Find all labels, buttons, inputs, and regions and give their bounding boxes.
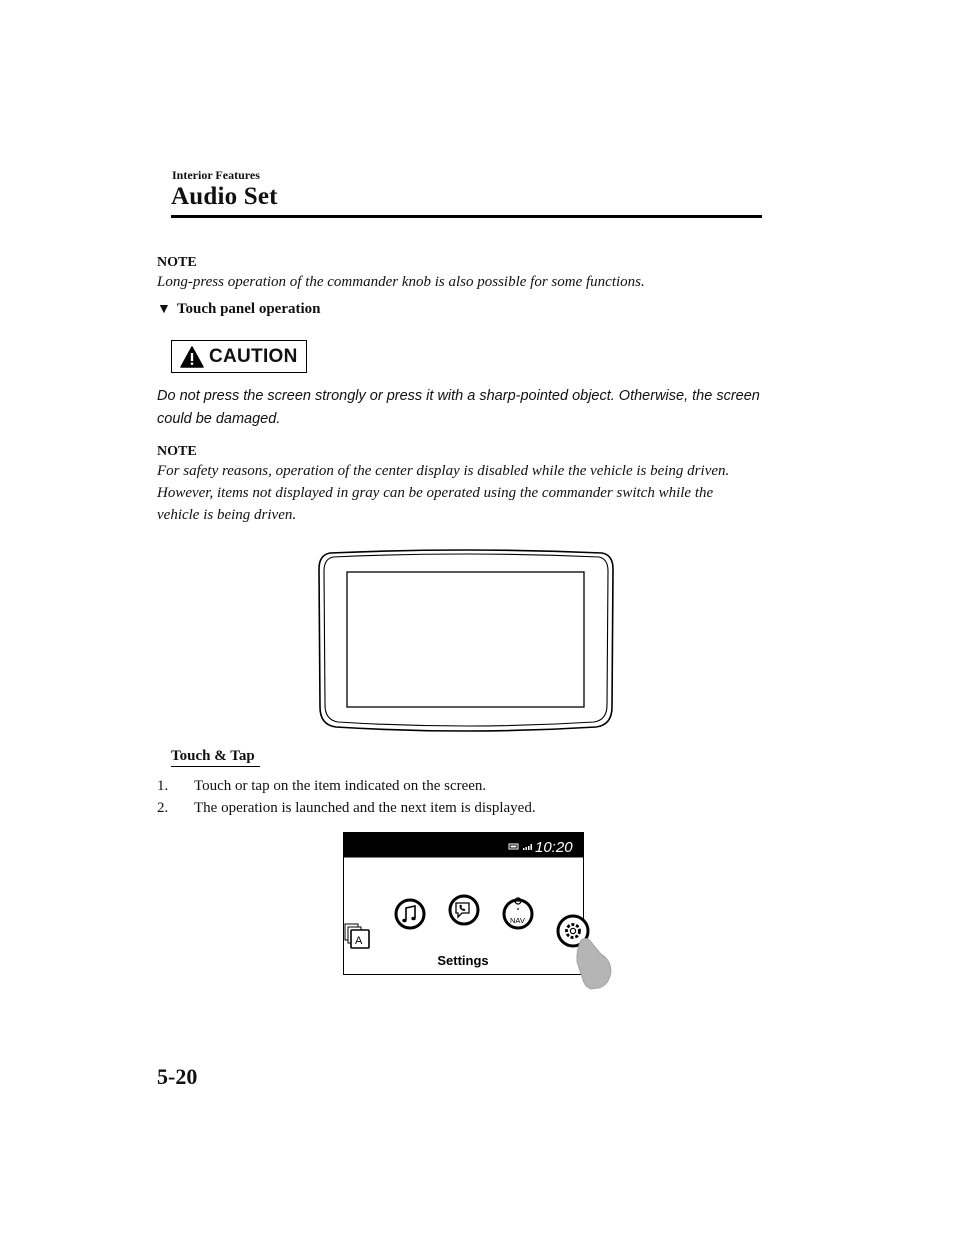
heading-underline bbox=[171, 766, 260, 767]
clock: 10:20 bbox=[535, 839, 573, 856]
step-text: Touch or tap on the item indicated on th… bbox=[194, 778, 487, 794]
subheading-text: Touch panel operation bbox=[176, 301, 321, 317]
step-number: 1. bbox=[157, 778, 169, 794]
page-title: Audio Set bbox=[171, 183, 278, 210]
signal-icon bbox=[523, 844, 532, 850]
step-number: 2. bbox=[157, 800, 169, 816]
center-display-illustration bbox=[318, 549, 614, 732]
note-text: For safety reasons, operation of the cen… bbox=[157, 463, 730, 523]
caution-label: CAUTION bbox=[209, 346, 298, 367]
applications-icon: A bbox=[344, 923, 370, 949]
touch-tap-heading: Touch & Tap bbox=[171, 748, 255, 764]
caution-badge: CAUTION bbox=[171, 340, 307, 373]
nav-label: NAV bbox=[510, 916, 525, 925]
settings-icon bbox=[556, 914, 590, 948]
step-item: 2. The operation is launched and the next… bbox=[157, 797, 536, 819]
note-text: Long-press operation of the commander kn… bbox=[157, 274, 645, 290]
status-bar bbox=[343, 832, 584, 858]
section-label: Interior Features bbox=[172, 168, 260, 182]
home-screen-illustration: 10:20 A NAV Settings bbox=[343, 832, 612, 990]
note-label: NOTE bbox=[157, 444, 197, 459]
page-number: 5-20 bbox=[157, 1064, 198, 1089]
caution-text: Do not press the screen strongly or pres… bbox=[157, 388, 760, 427]
warning-icon bbox=[180, 346, 204, 368]
phone-icon bbox=[448, 894, 480, 926]
subheading: ▼ Touch panel operation bbox=[157, 301, 321, 318]
app-label: A bbox=[355, 935, 363, 947]
step-item: 1. Touch or tap on the item indicated on … bbox=[157, 775, 486, 797]
step-text: The operation is launched and the next i… bbox=[194, 800, 536, 816]
title-rule bbox=[171, 215, 762, 218]
finger-icon bbox=[576, 938, 612, 990]
navigation-icon: NAV bbox=[502, 897, 534, 930]
music-icon bbox=[394, 898, 426, 930]
triangle-marker-icon: ▼ bbox=[157, 302, 171, 317]
battery-icon bbox=[508, 843, 519, 850]
note-label: NOTE bbox=[157, 255, 197, 270]
selected-caption: Settings bbox=[437, 953, 488, 968]
